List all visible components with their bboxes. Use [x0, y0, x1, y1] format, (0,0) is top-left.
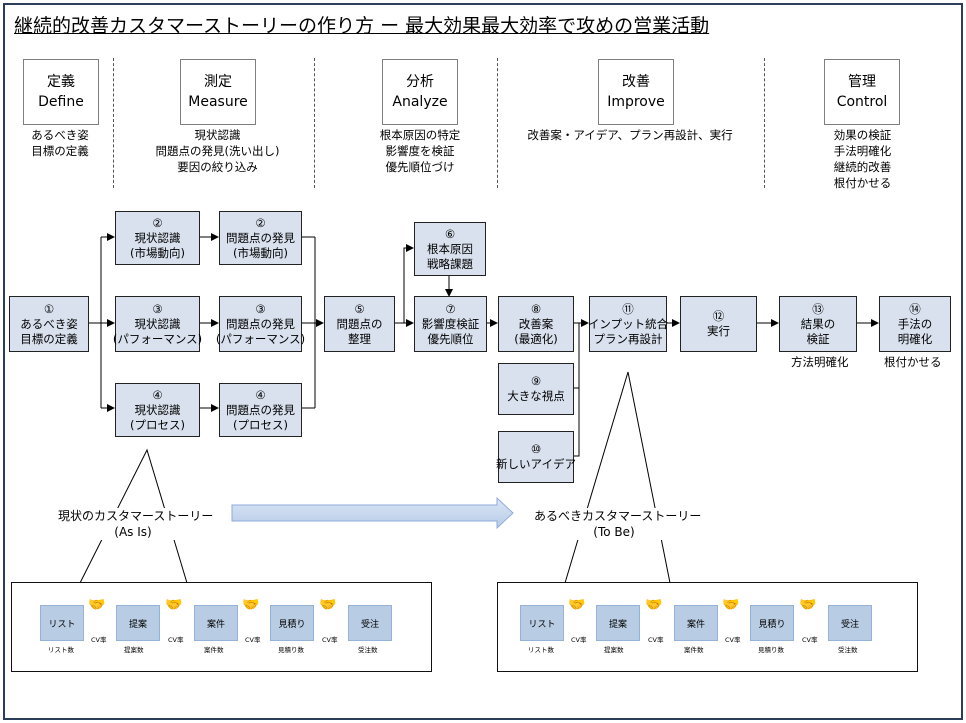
- funnel-stage-proposal: 提案: [596, 605, 640, 641]
- phase-jp: 測定: [204, 74, 232, 90]
- phase-separator: [113, 58, 114, 188]
- phase-improve-desc: 改善案・アイデア、プラン再設計、実行: [527, 128, 733, 142]
- handshake-icon: 🤝: [319, 597, 337, 613]
- phase-improve: 改善 Improve: [598, 59, 674, 125]
- funnel-stage-list: リスト: [40, 605, 84, 641]
- phase-jp: 分析: [406, 74, 434, 90]
- funnel-count-label: 見積り数: [278, 646, 304, 654]
- phase-separator: [764, 58, 765, 188]
- handshake-icon: 🤝: [165, 597, 183, 613]
- conversion-rate-label: CV率: [91, 636, 107, 644]
- phase-en: Define: [38, 94, 84, 110]
- phase-separator: [497, 58, 498, 188]
- handshake-icon: 🤝: [88, 597, 106, 613]
- funnel-count-label: 受注数: [358, 646, 378, 654]
- phase-en: Measure: [188, 94, 248, 110]
- conversion-rate-label: CV率: [725, 636, 741, 644]
- funnel-stage-quote: 見積り: [270, 605, 314, 641]
- funnel-count-label: 見積り数: [758, 646, 784, 654]
- phase-analyze-desc: 根本原因の特定 影響度を検証 優先順位づけ: [379, 128, 461, 174]
- conversion-rate-label: CV率: [245, 636, 261, 644]
- funnel-stage-order: 受注: [828, 605, 872, 641]
- handshake-icon: 🤝: [568, 597, 586, 613]
- to-be-label: あるべきカスタマーストーリー(To Be): [534, 508, 702, 540]
- phase-jp: 定義: [47, 74, 75, 90]
- handshake-icon: 🤝: [799, 597, 817, 613]
- phase-define-desc: あるべき姿 目標の定義: [31, 128, 89, 158]
- funnel-stage-quote: 見積り: [750, 605, 794, 641]
- funnel-count-label: 提案数: [604, 646, 624, 654]
- as-is-label: 現状のカスタマーストーリー(As Is): [58, 508, 214, 540]
- funnel-count-label: リスト数: [48, 646, 74, 654]
- phase-en: Control: [836, 94, 888, 110]
- outer-frame: [3, 3, 963, 720]
- funnel-stage-order: 受注: [348, 605, 392, 641]
- transition-arrow: [231, 496, 514, 530]
- phase-jp: 管理: [848, 74, 876, 90]
- conversion-rate-label: CV率: [802, 636, 818, 644]
- conversion-rate-label: CV率: [648, 636, 664, 644]
- phase-jp: 改善: [622, 74, 650, 90]
- conversion-rate-label: CV率: [168, 636, 184, 644]
- conversion-rate-label: CV率: [571, 636, 587, 644]
- funnel-count-label: 案件数: [684, 646, 704, 654]
- funnel-stage-list: リスト: [520, 605, 564, 641]
- handshake-icon: 🤝: [645, 597, 663, 613]
- step-13-note: 方法明確化: [791, 355, 849, 369]
- phase-en: Analyze: [392, 94, 448, 110]
- phase-define: 定義 Define: [23, 59, 99, 125]
- phase-separator: [314, 58, 315, 188]
- handshake-icon: 🤝: [722, 597, 740, 613]
- funnel-count-label: 案件数: [204, 646, 224, 654]
- phase-en: Improve: [607, 94, 665, 110]
- phase-measure-desc: 現状認識 問題点の発見(洗い出し) 要因の絞り込み: [155, 128, 280, 174]
- phase-analyze: 分析 Analyze: [382, 59, 458, 125]
- funnel-stage-deal: 案件: [674, 605, 718, 641]
- page-title: 継続的改善カスタマーストーリーの作り方 ー 最大効果最大効率で攻めの営業活動: [14, 15, 710, 37]
- funnel-stage-proposal: 提案: [116, 605, 160, 641]
- phase-control-desc: 効果の検証 手法明確化 継続的改善 根付かせる: [833, 128, 892, 190]
- funnel-count-label: リスト数: [528, 646, 554, 654]
- phase-measure: 測定 Measure: [180, 59, 256, 125]
- funnel-count-label: 提案数: [124, 646, 144, 654]
- phase-control: 管理 Control: [824, 59, 900, 125]
- conversion-rate-label: CV率: [322, 636, 338, 644]
- handshake-icon: 🤝: [242, 597, 260, 613]
- step-14-note: 根付かせる: [884, 355, 942, 369]
- funnel-stage-deal: 案件: [194, 605, 238, 641]
- funnel-count-label: 受注数: [838, 646, 858, 654]
